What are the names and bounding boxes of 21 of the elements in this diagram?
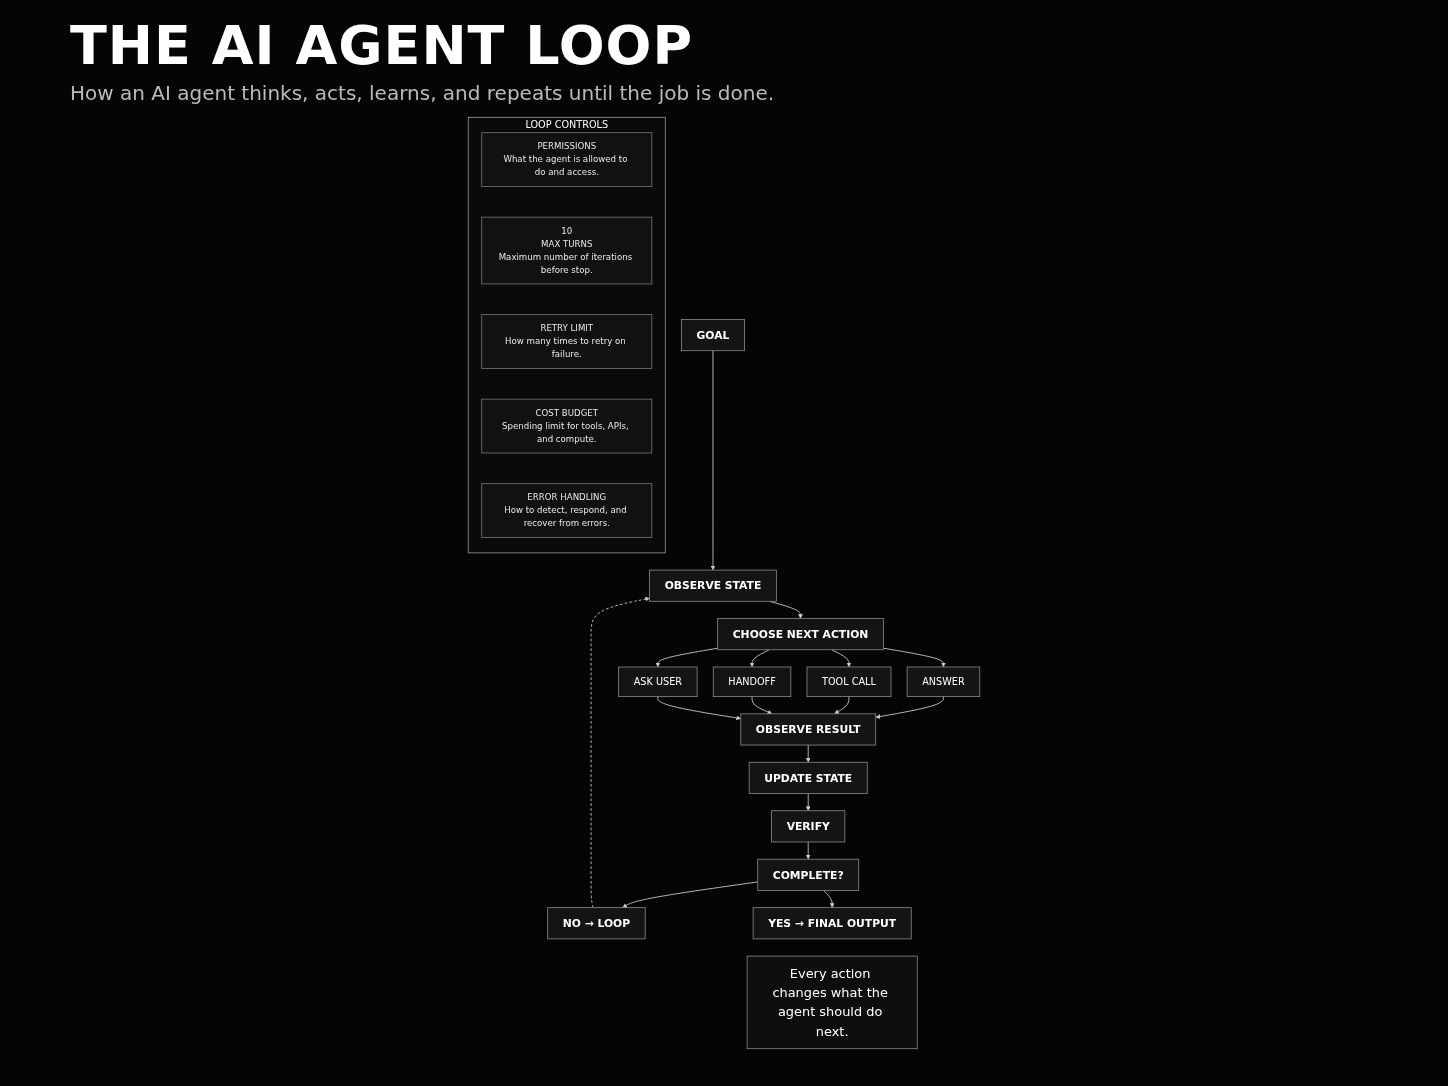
node-box: YES → FINAL OUTPUT: [752, 907, 912, 940]
node-box: COMPLETE?: [757, 858, 860, 891]
node-box: GOAL: [681, 319, 745, 352]
node-box: OBSERVE RESULT: [740, 713, 877, 746]
node-box: HANDOFF: [712, 666, 792, 697]
subtitle: How an AI agent thinks, acts, learns, and repeats until the job is done.: [70, 81, 775, 105]
node-box: ASK USER: [618, 666, 698, 697]
node-box: UPDATE STATE: [748, 761, 868, 794]
node-box: VERIFY: [771, 810, 846, 843]
node-box: 10 MAX TURNS Maximum number of iterations before stop.: [481, 216, 653, 285]
node-box: COST BUDGET Spending limit for tools, APIs, and compute.: [481, 398, 653, 454]
title: THE AI AGENT LOOP: [70, 14, 694, 77]
node-box: ANSWER: [906, 666, 981, 697]
node-box: OBSERVE STATE: [649, 569, 777, 602]
node-box: TOOL CALL: [806, 666, 892, 697]
node-box: PERMISSIONS What the agent is allowed to do and access.: [481, 132, 653, 187]
node-box: Every action changes what the agent should do next.: [746, 955, 918, 1050]
node-box: CHOOSE NEXT ACTION: [717, 618, 884, 651]
node-box: ERROR HANDLING How to detect, respond, and recover from errors.: [481, 483, 653, 538]
node-box: RETRY LIMIT How many times to retry on failure.: [481, 314, 653, 369]
node-box: NO → LOOP: [547, 907, 646, 940]
